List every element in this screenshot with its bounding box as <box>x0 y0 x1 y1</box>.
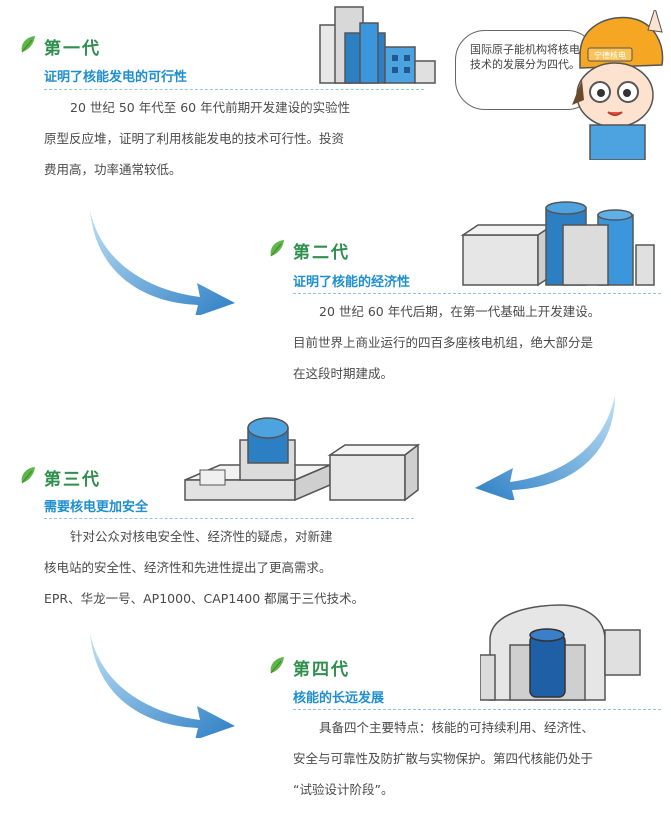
mascot-illustration: 宁德核电 <box>572 10 664 160</box>
divider <box>44 89 424 90</box>
flow-arrow <box>475 395 615 500</box>
generation-title: 第一代 <box>44 39 101 59</box>
description-line: “试验设计阶段”。 <box>293 782 394 797</box>
generation-subtitle: 需要核电更加安全 <box>44 500 149 515</box>
description-line: 目前世界上商业运行的四百多座核电机组，绝大部分是 <box>293 335 594 350</box>
description-line: 核电站的安全性、经济性和先进性提出了更高需求。 <box>44 560 332 575</box>
description-line: 在这段时期建成。 <box>293 366 394 381</box>
description-line: 原型反应堆，证明了利用核能发电的技术可行性。投资 <box>44 131 345 146</box>
generation-description: 具备四个主要特点：核能的可持续利用、经济性、 安全与可靠性及防扩散与实物保护。第… <box>293 712 668 805</box>
generation-subtitle: 证明了核能发电的可行性 <box>44 70 188 85</box>
generation-title: 第三代 <box>44 470 101 490</box>
first-gen-plant-illustration <box>319 6 436 84</box>
leaf-icon <box>21 467 35 484</box>
generation-title: 第二代 <box>293 243 350 263</box>
divider <box>44 518 414 519</box>
generation-subtitle: 证明了核能的经济性 <box>293 275 411 290</box>
description-line: 20 世纪 60 年代后期，在第一代基础上开发建设。 <box>319 304 601 319</box>
generation-subtitle: 核能的长远发展 <box>293 691 385 706</box>
speech-bubble <box>455 30 597 110</box>
second-gen-plant-illustration <box>460 201 655 287</box>
description-line: 安全与可靠性及防扩散与实物保护。第四代核能仍处于 <box>293 751 594 766</box>
flow-arrow <box>90 633 235 738</box>
description-line: 费用高，功率通常较低。 <box>44 162 182 177</box>
description-line: 20 世纪 50 年代至 60 年代前期开发建设的实验性 <box>70 100 351 115</box>
leaf-icon <box>21 36 35 53</box>
leaf-icon <box>270 657 284 674</box>
generation-description: 针对公众对核电安全性、经济性的疑虑，对新建 核电站的安全性、经济性和先进性提出了… <box>44 521 444 614</box>
flow-arrow <box>90 210 235 315</box>
description-line: 具备四个主要特点：核能的可持续利用、经济性、 <box>319 720 595 735</box>
divider <box>293 293 661 294</box>
helmet-label: 宁德核电 <box>594 50 626 60</box>
speech-bubble-text: 国际原子能机构将核电技术的发展分为四代。 <box>470 43 580 71</box>
fourth-gen-plant-illustration <box>480 604 641 701</box>
divider <box>293 709 661 710</box>
generation-description: 20 世纪 50 年代至 60 年代前期开发建设的实验性 原型反应堆，证明了利用… <box>44 92 444 185</box>
generation-description: 20 世纪 60 年代后期，在第一代基础上开发建设。 目前世界上商业运行的四百多… <box>293 296 668 389</box>
description-line: 针对公众对核电安全性、经济性的疑虑，对新建 <box>70 529 333 544</box>
leaf-icon <box>270 240 284 257</box>
third-gen-plant-illustration <box>184 417 420 502</box>
description-line: EPR、华龙一号、AP1000、CAP1400 都属于三代技术。 <box>44 591 365 606</box>
generation-title: 第四代 <box>293 660 350 680</box>
